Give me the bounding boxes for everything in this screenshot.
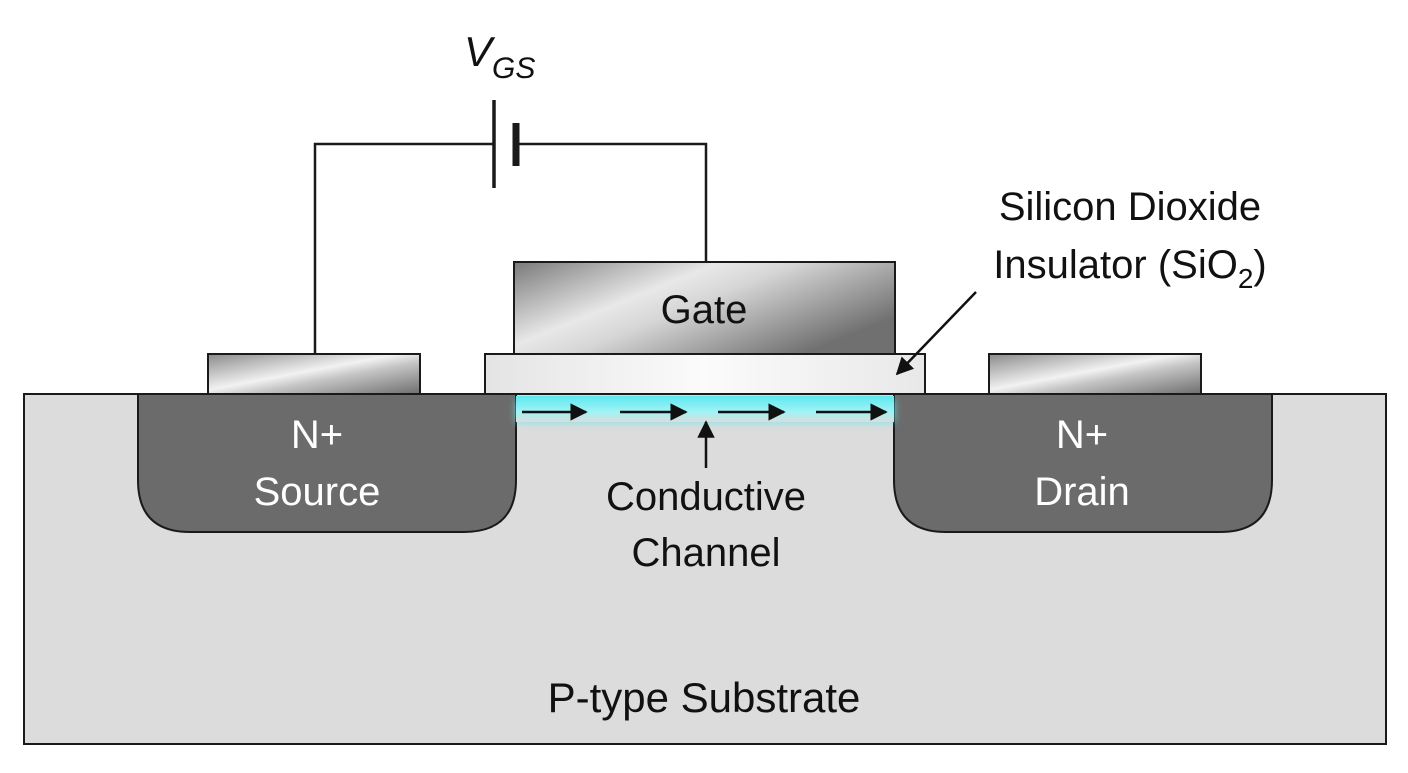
source-label-line2: Source bbox=[254, 470, 381, 514]
oxide-pointer-arrow-icon bbox=[895, 291, 977, 376]
silicon-dioxide-layer bbox=[484, 353, 926, 395]
source-wire bbox=[313, 142, 494, 354]
drain-contact bbox=[988, 353, 1202, 395]
n-plus-source-well bbox=[137, 393, 517, 533]
oxide-label-line2: Insulator (SiO2) bbox=[993, 243, 1266, 294]
vgs-label: VGS bbox=[464, 28, 535, 85]
battery-cell-icon bbox=[492, 100, 520, 188]
source-contact bbox=[207, 353, 421, 395]
gate-electrode bbox=[513, 261, 896, 355]
n-plus-drain-well bbox=[893, 393, 1273, 533]
channel-label-line2: Channel bbox=[631, 531, 780, 575]
drain-label-line2: Drain bbox=[1034, 470, 1130, 514]
gate-label: Gate bbox=[661, 288, 748, 332]
source-label-line1: N+ bbox=[291, 413, 343, 457]
gate-wire bbox=[516, 142, 708, 262]
drain-label-line1: N+ bbox=[1056, 413, 1108, 457]
oxide-label-line1: Silicon Dioxide bbox=[999, 185, 1261, 229]
channel-label-line1: Conductive bbox=[606, 475, 806, 519]
conductive-channel bbox=[516, 396, 894, 422]
substrate-label: P-type Substrate bbox=[548, 674, 861, 721]
